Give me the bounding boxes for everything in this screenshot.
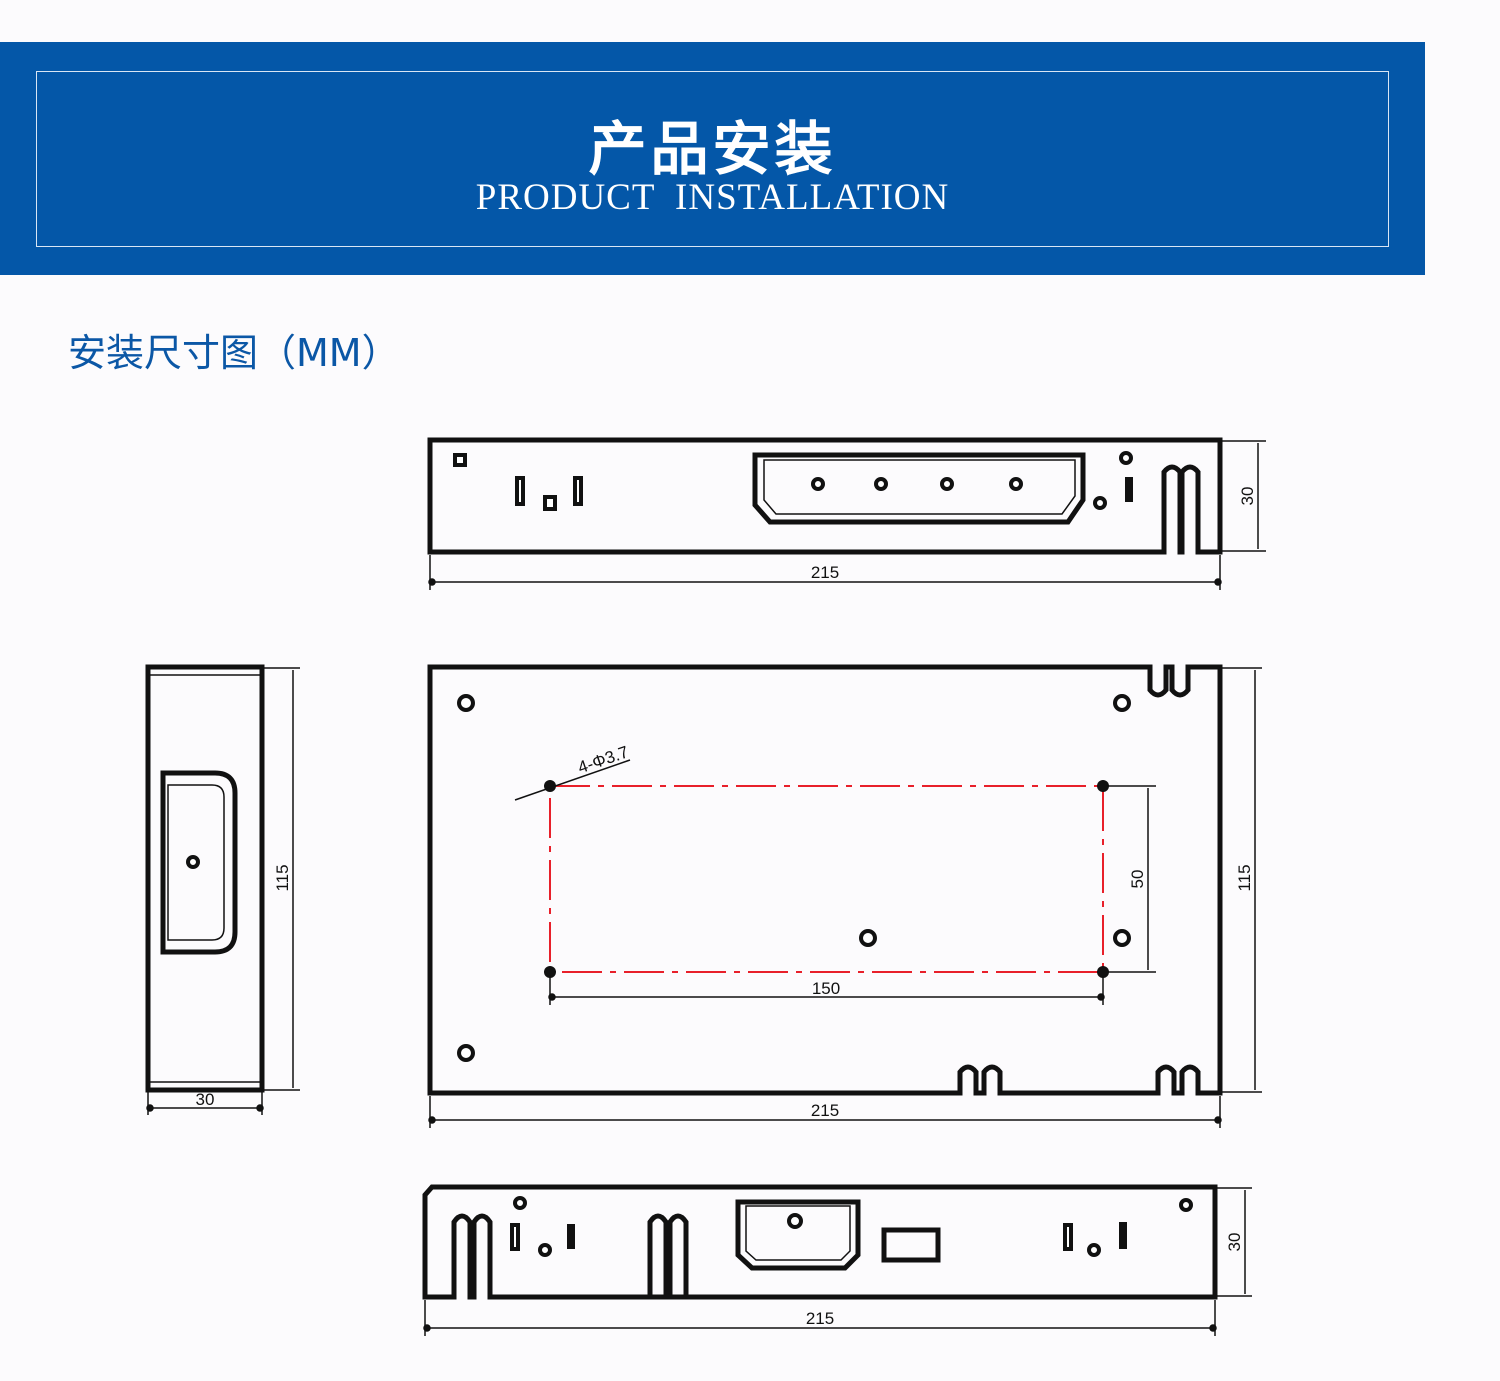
top-height-label: 30 xyxy=(1238,487,1257,506)
front-height-label: 115 xyxy=(1235,864,1254,891)
bottom-view: 215 30 xyxy=(422,1184,1252,1336)
banner-frame xyxy=(36,71,1389,247)
side-view: 115 30 xyxy=(145,664,300,1115)
side-height-label: 115 xyxy=(273,864,292,891)
hole-spacing-x-label: 150 xyxy=(812,979,840,998)
front-view: 4-Φ3.7 150 50 115 215 xyxy=(427,664,1262,1128)
banner-subtitle: PRODUCT INSTALLATION xyxy=(475,177,950,218)
header-banner: 产品安装 PRODUCT INSTALLATION xyxy=(0,42,1425,275)
banner-title: 产品安装 xyxy=(588,115,837,183)
mount-hole-label: 4-Φ3.7 xyxy=(575,742,631,777)
top-view: 215 30 xyxy=(427,437,1266,590)
bottom-height-label: 30 xyxy=(1225,1233,1244,1252)
bottom-length-label: 215 xyxy=(806,1309,834,1328)
front-length-label: 215 xyxy=(811,1101,839,1120)
side-width-label: 30 xyxy=(196,1090,215,1109)
top-length-label: 215 xyxy=(811,563,839,582)
hole-spacing-y-label: 50 xyxy=(1128,870,1147,889)
section-title: 安装尺寸图（MM） xyxy=(68,331,400,375)
